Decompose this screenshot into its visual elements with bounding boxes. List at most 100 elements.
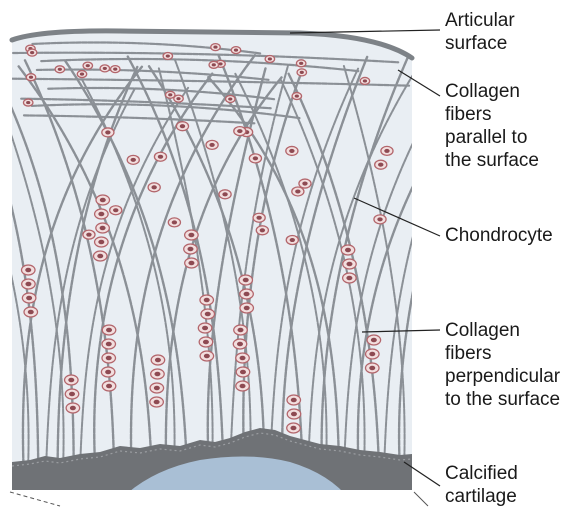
- chondrocyte-cell: [151, 355, 165, 365]
- chondrocyte-cell: [102, 339, 116, 349]
- chondrocyte-cell: [24, 307, 37, 317]
- chondrocyte-nucleus: [369, 352, 375, 357]
- chondrocyte-cell: [239, 275, 253, 285]
- chondrocyte-nucleus: [243, 278, 249, 283]
- chondrocyte-nucleus: [299, 62, 303, 65]
- chondrocyte-nucleus: [154, 400, 160, 405]
- chondrocyte-nucleus: [234, 49, 238, 52]
- chondrocyte-nucleus: [213, 46, 217, 49]
- chondrocyte-nucleus: [289, 149, 294, 153]
- chondrocyte-nucleus: [290, 238, 295, 242]
- chondrocyte-cell: [66, 403, 80, 413]
- chondrocyte-cell: [55, 66, 64, 73]
- chondrocyte-cell: [95, 237, 109, 247]
- chondrocyte-cell: [211, 44, 220, 51]
- chondrocyte-nucleus: [105, 130, 110, 134]
- chondrocyte-cell: [22, 279, 35, 289]
- chondrocyte-nucleus: [106, 342, 112, 347]
- chondrocyte-nucleus: [204, 354, 210, 359]
- chondrocyte-cell: [233, 339, 247, 349]
- chondrocyte-nucleus: [26, 296, 32, 301]
- chondrocyte-cell: [292, 93, 301, 100]
- chondrocyte-cell: [360, 77, 369, 84]
- chondrocyte-nucleus: [384, 149, 389, 153]
- chondrocyte-nucleus: [300, 71, 304, 74]
- chondrocyte-cell: [297, 69, 306, 76]
- chondrocyte-nucleus: [80, 73, 84, 76]
- chondrocyte-nucleus: [86, 64, 90, 67]
- chondrocyte-cell: [343, 273, 357, 283]
- chondrocyte-cell: [96, 223, 110, 233]
- chondrocyte-nucleus: [228, 97, 232, 100]
- chondrocyte-cell: [201, 309, 215, 319]
- chondrocyte-nucleus: [25, 282, 31, 287]
- chondrocyte-nucleus: [176, 97, 180, 100]
- chondrocyte-cell: [150, 383, 164, 393]
- chondrocyte-cell: [341, 245, 355, 255]
- chondrocyte-cell: [65, 389, 79, 399]
- chondrocyte-cell: [150, 397, 164, 407]
- chondrocyte-nucleus: [237, 342, 243, 347]
- chondrocyte-cell: [287, 423, 301, 433]
- chondrocyte-nucleus: [105, 370, 111, 375]
- chondrocyte-nucleus: [237, 129, 242, 133]
- chondrocyte-nucleus: [180, 124, 185, 128]
- chondrocyte-cell: [111, 66, 120, 73]
- chondrocyte-cell: [240, 303, 254, 313]
- chondrocyte-cell: [96, 195, 110, 205]
- chondrocyte-nucleus: [240, 356, 246, 361]
- chondrocyte-nucleus: [103, 67, 107, 70]
- chondrocyte-cell: [22, 265, 35, 275]
- chondrocyte-nucleus: [131, 158, 136, 162]
- chondrocyte-cell: [209, 61, 218, 68]
- chondrocyte-nucleus: [188, 233, 194, 238]
- chondrocyte-nucleus: [291, 398, 297, 403]
- chondrocyte-nucleus: [69, 392, 75, 397]
- chondrocyte-nucleus: [151, 185, 156, 189]
- chondrocyte-nucleus: [371, 338, 377, 343]
- chondrocyte-nucleus: [205, 312, 211, 317]
- chondrocyte-cell: [286, 146, 298, 155]
- chondrocyte-nucleus: [58, 68, 62, 71]
- chondrocyte-nucleus: [260, 228, 265, 232]
- chondrocyte-cell: [199, 337, 213, 347]
- chondrocyte-cell: [253, 213, 265, 222]
- chondrocyte-cell: [151, 369, 165, 379]
- chondrocyte-cell: [184, 244, 198, 254]
- chondrocyte-cell: [185, 230, 199, 240]
- chondrocyte-nucleus: [346, 262, 352, 267]
- chondrocyte-nucleus: [212, 63, 216, 66]
- chondrocyte-nucleus: [238, 328, 244, 333]
- chondrocyte-nucleus: [100, 198, 106, 203]
- chondrocyte-nucleus: [295, 189, 300, 193]
- chondrocyte-cell: [102, 381, 116, 391]
- chondrocyte-cell: [200, 295, 214, 305]
- chondrocyte-nucleus: [172, 220, 177, 224]
- chondrocyte-cell: [198, 323, 212, 333]
- chondrocyte-nucleus: [203, 340, 209, 345]
- chondrocyte-cell: [375, 160, 387, 169]
- chondrocyte-cell: [231, 47, 240, 54]
- label-calcified-cartilage: Calcified cartilage: [445, 462, 518, 508]
- chondrocyte-nucleus: [86, 233, 91, 237]
- chondrocyte-cell: [26, 74, 35, 81]
- chondrocyte-cell: [102, 353, 116, 363]
- label-collagen-perpendicular: Collagen fibers perpendicular to the sur…: [445, 319, 560, 411]
- chondrocyte-nucleus: [377, 217, 382, 221]
- chondrocyte-cell: [83, 230, 95, 239]
- chondrocyte-nucleus: [166, 54, 170, 57]
- chondrocyte-cell: [65, 375, 79, 385]
- chondrocyte-cell: [236, 381, 250, 391]
- chondrocyte-cell: [102, 325, 116, 335]
- chondrocyte-nucleus: [70, 406, 76, 411]
- chondrocyte-cell: [148, 183, 160, 192]
- chondrocyte-cell: [256, 226, 268, 235]
- chondrocyte-nucleus: [290, 426, 296, 431]
- chondrocyte-nucleus: [113, 208, 118, 212]
- chondrocyte-nucleus: [244, 292, 250, 297]
- chondrocyte-nucleus: [97, 254, 103, 259]
- chondrocyte-cell: [236, 367, 250, 377]
- chondrocyte-nucleus: [204, 298, 210, 303]
- chondrocyte-nucleus: [155, 358, 161, 363]
